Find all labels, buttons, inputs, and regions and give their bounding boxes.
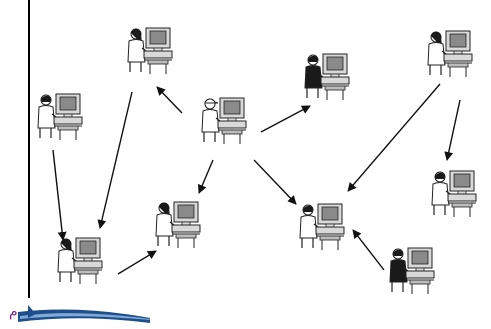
connection-arrow xyxy=(100,92,132,228)
man-dark-shirt-at-computer-icon xyxy=(305,54,349,100)
woman-at-computer-icon xyxy=(428,31,472,77)
connection-arrow xyxy=(353,230,384,270)
connection-arrow xyxy=(157,87,182,113)
man-at-computer-icon xyxy=(38,94,82,140)
workstations xyxy=(38,28,476,294)
connection-lines xyxy=(53,84,460,274)
woman-at-computer-icon xyxy=(156,202,200,248)
connection-arrow xyxy=(348,84,440,191)
woman-at-computer-icon xyxy=(128,28,172,74)
man-at-computer-icon xyxy=(300,204,344,250)
slide-corner-accent xyxy=(18,305,150,323)
man-with-cap-at-computer-icon xyxy=(202,98,246,144)
connection-arrow xyxy=(254,160,296,204)
man-dark-shirt-at-computer-icon xyxy=(390,248,434,294)
corner-glyph: م xyxy=(9,304,18,320)
man-at-computer-icon xyxy=(432,171,476,217)
connection-arrow xyxy=(199,160,213,193)
connection-arrow xyxy=(118,251,156,274)
woman-at-computer-icon xyxy=(58,238,102,284)
connection-arrow xyxy=(53,150,63,240)
connection-arrow xyxy=(261,106,310,132)
connection-arrow xyxy=(447,100,460,160)
